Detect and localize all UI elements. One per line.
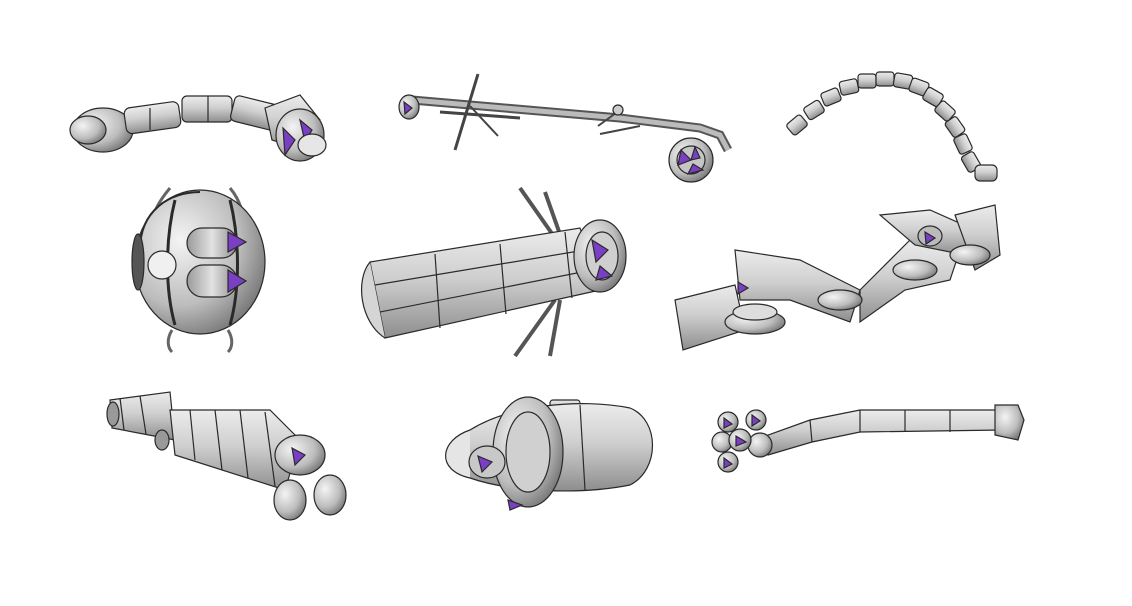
ovoid-capsule-with-thrusters (445, 396, 653, 511)
long-arm-with-cluster-thrusters (711, 404, 1025, 473)
segmented-chain-arc (786, 71, 998, 182)
segmented-tube-with-wheels (106, 391, 347, 521)
zigzag-jointed-frame (674, 204, 1001, 351)
long-rod-with-struts-and-wheel (398, 73, 732, 183)
cylindrical-hull-with-rear-thruster (361, 186, 627, 358)
spherical-pod-with-twin-thrusters (131, 187, 266, 354)
curved-arm-with-end-thrusters (69, 94, 327, 162)
